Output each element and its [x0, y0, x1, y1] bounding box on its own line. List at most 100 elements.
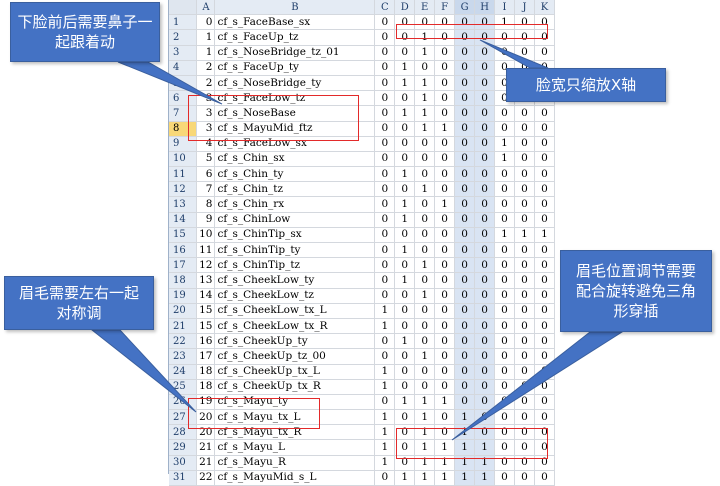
cell-flag[interactable]: 0: [514, 348, 535, 365]
cell-flag[interactable]: 0: [474, 318, 496, 335]
cell-flag[interactable]: 0: [514, 333, 535, 350]
cell-flag[interactable]: 0: [474, 242, 496, 259]
cell-flag[interactable]: 1: [374, 303, 396, 319]
cell-flag[interactable]: 0: [494, 166, 515, 183]
cell-flag[interactable]: 0: [394, 227, 416, 244]
cell-flag[interactable]: 1: [414, 257, 436, 274]
cell-a[interactable]: 21: [196, 455, 216, 471]
cell-a[interactable]: 21: [196, 439, 216, 456]
cell-flag[interactable]: 0: [394, 181, 416, 198]
column-header-j[interactable]: J: [514, 0, 535, 16]
cell-flag[interactable]: 1: [514, 227, 535, 244]
cell-flag[interactable]: 1: [434, 196, 456, 213]
column-header-c[interactable]: C: [374, 0, 396, 16]
cell-flag[interactable]: 0: [534, 394, 556, 411]
cell-flag[interactable]: 0: [494, 181, 515, 198]
cell-b[interactable]: cf_s_MayuMid_s_L: [214, 470, 376, 486]
cell-a[interactable]: 22: [196, 470, 216, 486]
cell-b[interactable]: cf_s_CheekUp_tx_L: [214, 364, 376, 380]
cell-b[interactable]: cf_s_CheekUp_tz_00: [214, 348, 376, 365]
cell-flag[interactable]: 0: [374, 14, 396, 31]
row-number[interactable]: 13: [169, 196, 198, 213]
cell-flag[interactable]: 1: [534, 227, 556, 244]
row-number[interactable]: 7: [169, 105, 198, 122]
column-header-e[interactable]: E: [414, 0, 436, 16]
cell-flag[interactable]: 0: [534, 348, 556, 365]
cell-flag[interactable]: 0: [514, 439, 535, 456]
cell-flag[interactable]: 0: [494, 121, 515, 137]
cell-flag[interactable]: 0: [474, 212, 496, 228]
cell-flag[interactable]: 1: [374, 364, 396, 380]
cell-flag[interactable]: 0: [414, 318, 436, 335]
cell-flag[interactable]: 1: [414, 90, 436, 107]
cell-flag[interactable]: 1: [494, 14, 515, 31]
cell-flag[interactable]: 0: [494, 455, 515, 471]
cell-flag[interactable]: 0: [374, 242, 396, 259]
column-header-d[interactable]: D: [394, 0, 416, 16]
cell-flag[interactable]: 1: [434, 121, 456, 137]
cell-flag[interactable]: 1: [394, 470, 416, 486]
cell-flag[interactable]: 0: [514, 166, 535, 183]
cell-a[interactable]: 8: [196, 196, 216, 213]
row-number[interactable]: 18: [169, 272, 198, 289]
cell-flag[interactable]: 0: [454, 242, 476, 259]
cell-a[interactable]: 7: [196, 181, 216, 198]
cell-flag[interactable]: 0: [454, 181, 476, 198]
cell-flag[interactable]: 1: [414, 45, 436, 61]
column-header-b[interactable]: B: [214, 0, 376, 16]
cell-flag[interactable]: 0: [394, 288, 416, 304]
cell-flag[interactable]: 0: [474, 60, 496, 76]
cell-flag[interactable]: 0: [534, 242, 556, 259]
cell-flag[interactable]: 0: [474, 75, 496, 92]
cell-flag[interactable]: 0: [534, 455, 556, 471]
row-number[interactable]: 23: [169, 348, 198, 365]
cell-flag[interactable]: 0: [394, 348, 416, 365]
cell-flag[interactable]: 1: [414, 105, 436, 122]
cell-flag[interactable]: 0: [414, 60, 436, 76]
cell-flag[interactable]: 0: [454, 45, 476, 61]
cell-flag[interactable]: 1: [394, 272, 416, 289]
row-number[interactable]: 19: [169, 288, 198, 304]
cell-flag[interactable]: 1: [374, 424, 396, 441]
cell-flag[interactable]: 0: [394, 409, 416, 426]
cell-flag[interactable]: 0: [494, 29, 515, 46]
cell-flag[interactable]: 1: [414, 470, 436, 486]
cell-flag[interactable]: 0: [454, 75, 476, 92]
cell-flag[interactable]: 0: [454, 136, 476, 152]
cell-b[interactable]: cf_s_Chin_tz: [214, 181, 376, 198]
cell-flag[interactable]: 0: [434, 333, 456, 350]
cell-flag[interactable]: 1: [474, 439, 496, 456]
cell-b[interactable]: cf_s_FaceUp_tz: [214, 29, 376, 46]
cell-a[interactable]: 18: [196, 379, 216, 395]
cell-flag[interactable]: 0: [434, 75, 456, 92]
cell-flag[interactable]: 1: [414, 348, 436, 365]
cell-flag[interactable]: 0: [434, 29, 456, 46]
cell-flag[interactable]: 0: [514, 257, 535, 274]
cell-flag[interactable]: 0: [474, 181, 496, 198]
cell-flag[interactable]: 0: [494, 409, 515, 426]
cell-flag[interactable]: 0: [374, 45, 396, 61]
cell-flag[interactable]: 0: [434, 288, 456, 304]
cell-a[interactable]: 3: [196, 121, 216, 137]
cell-b[interactable]: cf_s_CheekLow_ty: [214, 272, 376, 289]
cell-flag[interactable]: 0: [414, 212, 436, 228]
cell-flag[interactable]: 0: [394, 455, 416, 471]
cell-flag[interactable]: 0: [374, 121, 396, 137]
cell-flag[interactable]: 0: [434, 242, 456, 259]
cell-flag[interactable]: 1: [374, 379, 396, 395]
cell-flag[interactable]: 0: [434, 60, 456, 76]
cell-flag[interactable]: 0: [454, 151, 476, 168]
row-number[interactable]: 16: [169, 242, 198, 259]
cell-b[interactable]: cf_s_Chin_ty: [214, 166, 376, 183]
cell-flag[interactable]: 0: [534, 121, 556, 137]
cell-flag[interactable]: 0: [514, 470, 535, 486]
cell-flag[interactable]: 0: [474, 379, 496, 395]
cell-flag[interactable]: 0: [494, 333, 515, 350]
cell-b[interactable]: cf_s_FaceUp_ty: [214, 60, 376, 76]
cell-flag[interactable]: 0: [434, 212, 456, 228]
cell-flag[interactable]: 1: [414, 121, 436, 137]
cell-flag[interactable]: 1: [414, 29, 436, 46]
row-number[interactable]: 15: [169, 227, 198, 244]
cell-flag[interactable]: 0: [374, 151, 396, 168]
cell-flag[interactable]: 0: [494, 318, 515, 335]
